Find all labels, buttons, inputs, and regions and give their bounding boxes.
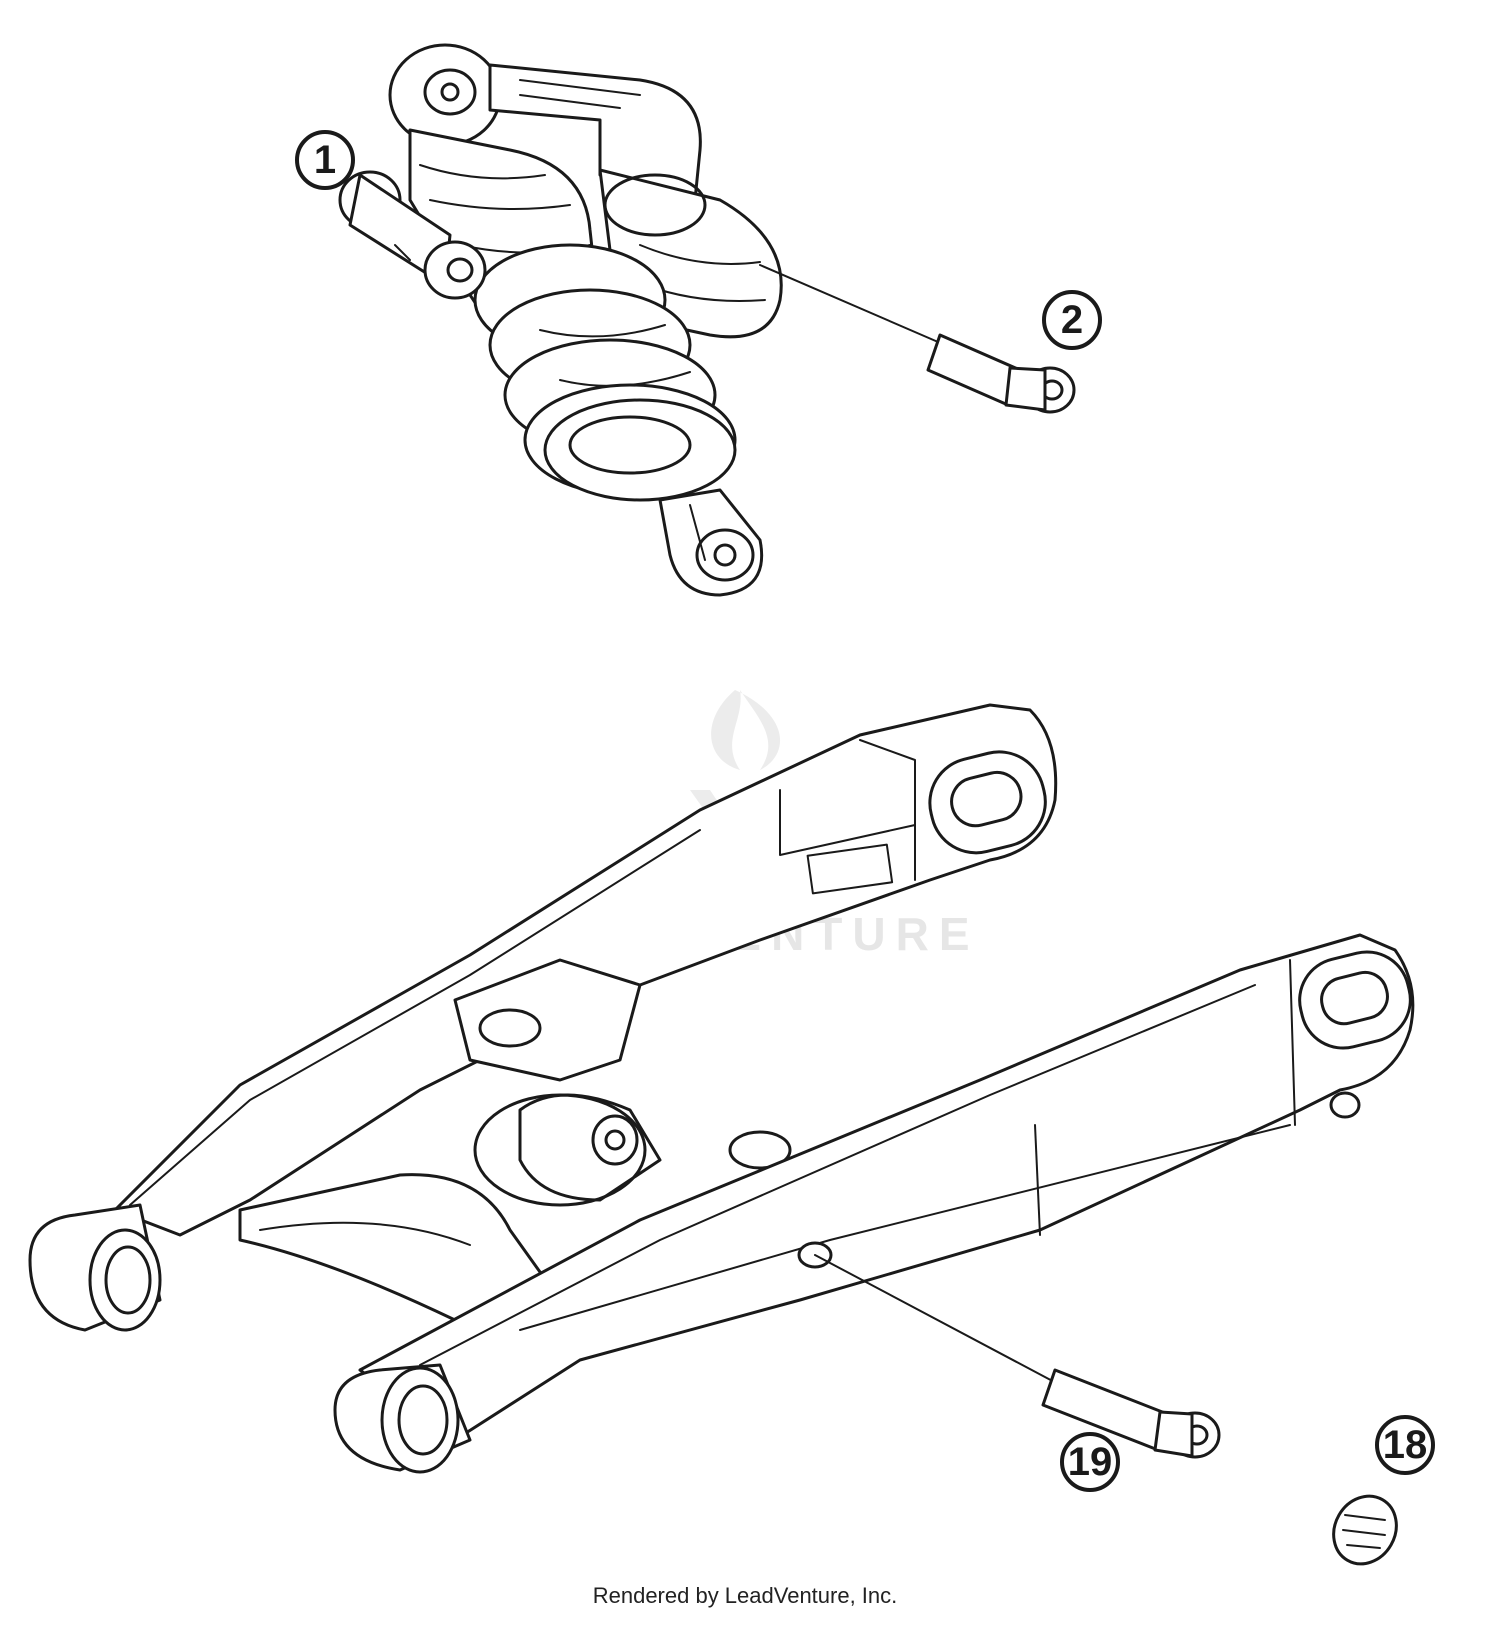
footer-credit: Rendered by LeadVenture, Inc. (593, 1583, 898, 1608)
callout-2-label: 2 (1061, 298, 1083, 342)
callout-19[interactable]: 19 (1060, 1432, 1120, 1492)
bolt-19 (814, 1254, 1221, 1459)
callout-2[interactable]: 2 (1042, 290, 1102, 350)
part-18-cap (1332, 1494, 1398, 1566)
watermark-flame-icon (711, 690, 781, 770)
callout-1-label: 1 (314, 138, 336, 182)
rear-shock-absorber (338, 43, 783, 597)
bolt-2 (759, 264, 1076, 414)
callout-18-label: 18 (1383, 1423, 1428, 1467)
callout-18[interactable]: 18 (1375, 1415, 1435, 1475)
callout-19-label: 19 (1068, 1440, 1113, 1484)
swingarm (28, 703, 1415, 1474)
callout-1[interactable]: 1 (295, 130, 355, 190)
